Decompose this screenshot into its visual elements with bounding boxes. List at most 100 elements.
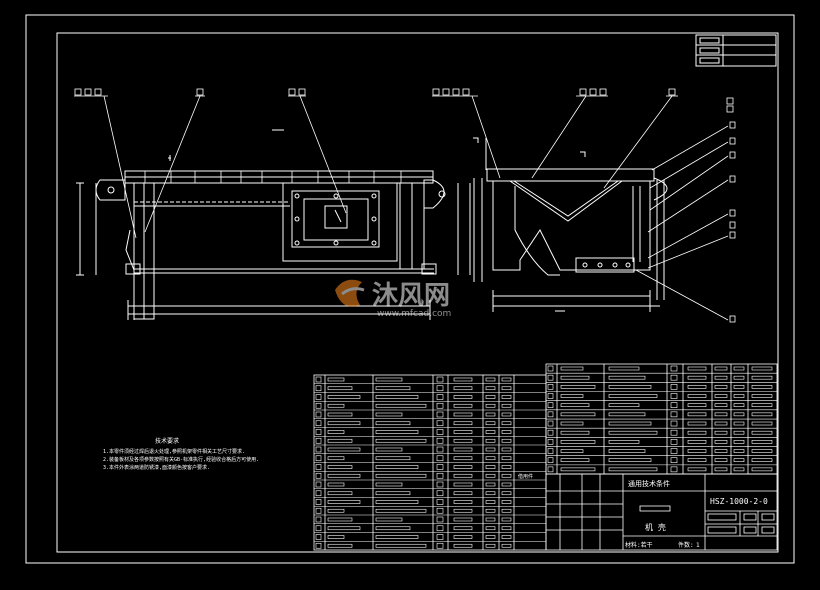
- row-weight-box: [714, 394, 728, 398]
- row-index-box: [315, 385, 322, 392]
- row-index-box: [315, 437, 322, 444]
- row-material-box: [453, 377, 473, 382]
- row-code-box: [560, 403, 590, 407]
- row-weight-box: [485, 456, 496, 461]
- row-name-box: [608, 430, 658, 435]
- row-qty-box: [670, 374, 678, 381]
- row-total-box: [501, 473, 512, 478]
- row-material-box: [453, 491, 473, 496]
- row-code-box: [327, 377, 345, 382]
- tech-notes: 技术要求 1.本零件须经过焊后退火处理,参照机架零件相关工艺尺寸要求. 2.装备…: [103, 437, 259, 471]
- row-weight-box: [485, 526, 496, 531]
- row-qty-box: [436, 516, 444, 523]
- row-index-box: [547, 393, 554, 399]
- row-weight-box: [485, 403, 496, 408]
- row-material-box: [453, 456, 473, 461]
- row-index-box: [547, 466, 554, 473]
- row-total-box: [501, 447, 512, 452]
- row-weight-box: [714, 385, 728, 389]
- row-name-box: [375, 430, 419, 434]
- row-total-box: [733, 412, 745, 417]
- row-name-box: [375, 517, 403, 522]
- parts-list-left-rows: [314, 376, 546, 549]
- row-code-box: [327, 473, 361, 478]
- row-qty-box: [670, 429, 678, 436]
- side-view: [473, 137, 668, 312]
- row-material-box: [687, 449, 707, 453]
- row-name-box: [375, 386, 411, 391]
- row-weight-box: [714, 449, 728, 453]
- row-qty-box: [670, 439, 678, 445]
- row-name-box: [375, 377, 403, 382]
- row-material-box: [453, 386, 473, 391]
- row-total-box: [733, 385, 745, 389]
- row-index-box: [315, 464, 322, 470]
- tech-notes-heading: 技术要求: [155, 437, 179, 445]
- row-material-box: [687, 458, 707, 463]
- tech-note-line-3: 3.本件外表涂两道防锈漆,面漆颜色按客户要求.: [103, 464, 210, 471]
- row-name-box: [375, 535, 419, 539]
- row-index-box: [315, 490, 322, 497]
- row-name-box: [608, 467, 658, 472]
- part-name: 机 壳: [645, 522, 666, 532]
- standard-label: 通用技术条件: [628, 479, 670, 488]
- row-weight-box: [485, 377, 496, 382]
- row-total-box: [501, 377, 512, 382]
- row-material-box: [687, 430, 707, 435]
- row-weight-box: [485, 482, 496, 487]
- watermark-brand: 沐风网: [372, 281, 450, 311]
- row-qty-box: [670, 365, 678, 372]
- row-index-box: [547, 411, 554, 418]
- row-name-box: [608, 403, 640, 407]
- row-name-box: [375, 403, 427, 408]
- row-qty-box: [436, 402, 444, 409]
- row-index-box: [315, 525, 322, 532]
- row-total-box: [501, 465, 512, 469]
- row-qty-box: [670, 420, 678, 427]
- row-name-box: [608, 421, 652, 426]
- row-weight-box: [485, 473, 496, 478]
- row-material-box: [687, 375, 707, 380]
- row-weight-box: [714, 467, 728, 472]
- row-index-box: [315, 429, 322, 435]
- row-index-box: [315, 376, 322, 383]
- row-weight-box: [485, 412, 496, 417]
- row-qty-box: [670, 466, 678, 473]
- row-total-box: [501, 421, 512, 426]
- row-material-box: [453, 395, 473, 399]
- row-total-box: [501, 395, 512, 399]
- row-index-box: [315, 472, 322, 479]
- row-total-box: [501, 482, 512, 487]
- row-total-box: [501, 430, 512, 434]
- inner-border: [56, 32, 779, 553]
- row-total-box: [733, 394, 745, 398]
- row-code-box: [560, 440, 596, 444]
- row-weight-box: [485, 500, 496, 504]
- row-index-box: [315, 402, 322, 409]
- material-label: 材料:若干: [625, 541, 653, 549]
- row-total-box: [501, 438, 512, 443]
- row-total-box: [501, 517, 512, 522]
- row-name-box: [375, 482, 403, 487]
- row-weight-box: [485, 395, 496, 399]
- row-index-box: [547, 365, 554, 372]
- row-material-box: [687, 412, 707, 417]
- row-material-box: [687, 394, 707, 398]
- row-code-box: [327, 438, 353, 443]
- row-name-box: [608, 385, 652, 389]
- row-qty-box: [436, 525, 444, 532]
- row-note-box: [751, 366, 773, 371]
- row-weight-box: [485, 508, 496, 513]
- row-material-box: [453, 403, 473, 408]
- row-total-box: [733, 458, 745, 463]
- row-name-box: [375, 412, 403, 417]
- row-total-box: [733, 403, 745, 407]
- row-code-box: [560, 449, 584, 453]
- row-name-box: [608, 440, 640, 444]
- revision-box: [695, 34, 777, 67]
- row-qty-box: [436, 437, 444, 444]
- row-code-box: [327, 421, 361, 426]
- row-qty-box: [670, 393, 678, 399]
- row-name-box: [375, 500, 419, 504]
- row-qty-box: [436, 542, 444, 549]
